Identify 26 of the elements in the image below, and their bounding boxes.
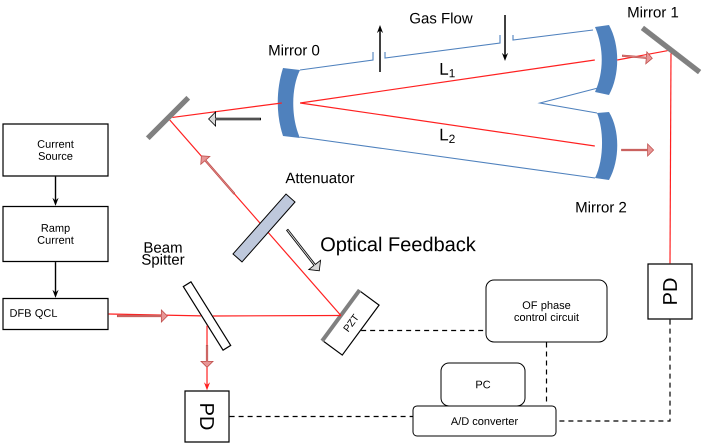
laser-beam xyxy=(213,314,341,317)
signal-line xyxy=(230,416,412,418)
mirror-label: Mirror 0 xyxy=(269,44,320,56)
signal-line xyxy=(556,320,671,422)
label: Optical Feedback xyxy=(321,236,476,256)
process-box: Current Source xyxy=(2,123,109,177)
part-label: Beam Spitter xyxy=(142,242,184,268)
edge-label: L$_{2}$ xyxy=(440,128,455,143)
mirror-label: Mirror 2 xyxy=(576,201,626,212)
edge-label: L$_{1}$ xyxy=(440,63,455,78)
label: Gas Flow xyxy=(410,12,473,24)
process-box: Ramp Current xyxy=(2,206,109,262)
laser-beam xyxy=(300,59,595,104)
laser-beam xyxy=(300,102,595,147)
laser-beam xyxy=(172,102,282,127)
photodetector-box: PD xyxy=(184,390,230,443)
process-box: A/D converter xyxy=(412,406,556,436)
fold-mirror xyxy=(146,96,190,140)
laser-beam xyxy=(669,53,672,264)
mirror-label: Mirror 1 xyxy=(628,6,678,18)
label: Attenuator xyxy=(285,172,354,184)
photodetector-box: PD xyxy=(647,263,693,320)
process-box: OF phase control circuit xyxy=(486,280,608,342)
signal-line xyxy=(361,330,486,332)
laser-box: DFB QCL xyxy=(2,298,109,330)
process-box: PC xyxy=(440,362,526,406)
